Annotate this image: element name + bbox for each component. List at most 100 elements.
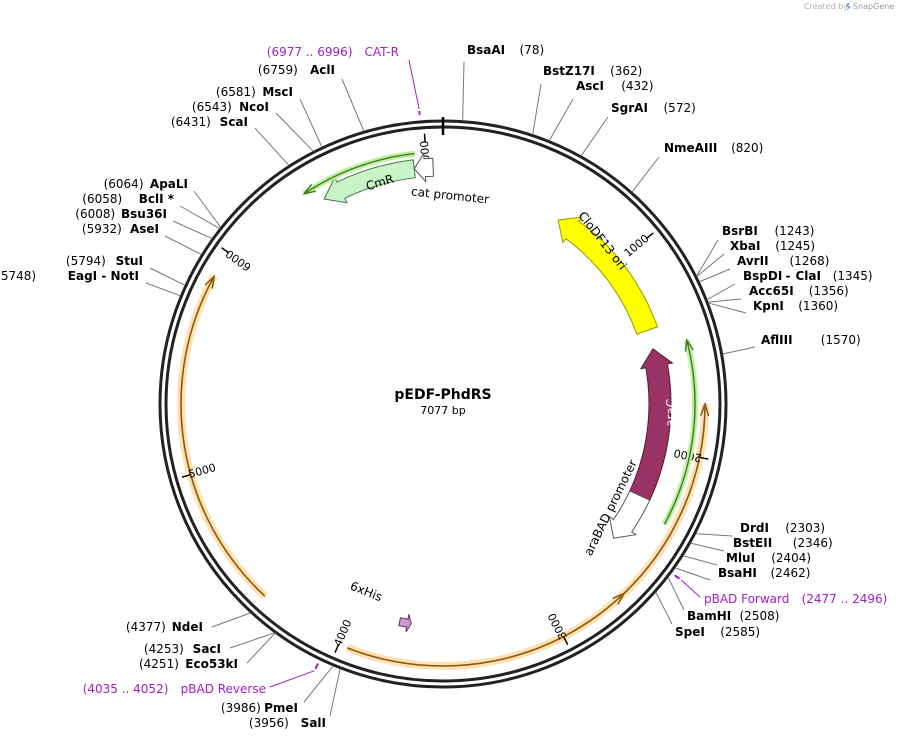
primer-leader — [408, 59, 420, 110]
primer-name: CAT-R — [364, 45, 399, 59]
enzyme-name: SgrAI — [611, 101, 648, 115]
leader-line — [696, 253, 725, 277]
enzyme-position: (362) — [610, 64, 642, 78]
orf-left-head — [204, 274, 216, 289]
enzyme-position: (4377) — [126, 620, 166, 634]
tick-mark — [181, 473, 191, 478]
enzyme-separator: - — [786, 269, 791, 283]
enzyme-name: ApaLI — [150, 177, 188, 191]
leader-line — [275, 112, 314, 152]
enzyme-name: AclI — [310, 63, 335, 77]
orf-arac-frame — [623, 404, 706, 595]
leader-line — [695, 533, 733, 537]
primer-site: pBAD Forward(2477 .. 2496) — [704, 592, 887, 606]
enzyme-name: ScaI — [220, 115, 248, 129]
enzyme-position: (3956) — [249, 716, 289, 730]
enzyme-position: (3986) — [221, 701, 261, 715]
tick-label: 3000 — [545, 611, 569, 642]
enzyme-name: AvrII — [737, 254, 769, 268]
enzyme-name: AseI — [130, 222, 159, 236]
primer-range: (2477 .. 2496) — [802, 592, 888, 606]
leader-line — [229, 632, 275, 649]
enzyme-name: BstZ17I — [543, 64, 595, 78]
enzyme-site: Eco53kI (4251) — [139, 657, 238, 671]
leader-line — [708, 302, 747, 314]
cmr-frame-head — [302, 183, 316, 195]
enzyme-site: AseI (5932) — [82, 222, 159, 236]
leader-line — [172, 220, 213, 240]
enzyme-site: BsaHI(2462) — [718, 566, 810, 580]
leader-line — [211, 612, 251, 628]
tick-mark — [334, 644, 340, 653]
credit-product: SnapGene — [853, 2, 894, 11]
enzyme-separator: - — [97, 269, 110, 283]
tick-mark — [562, 636, 569, 645]
enzyme-site: KpnI(1360) — [753, 299, 838, 313]
enzyme-name: XbaI — [730, 239, 760, 253]
orf-lower-head — [612, 591, 626, 605]
enzyme-site: AclI (6759) — [258, 63, 335, 77]
enzyme-position: (4251) — [139, 657, 179, 671]
enzyme-site: MscI (6581) — [216, 85, 293, 99]
enzyme-site: NcoI(6543) — [192, 100, 269, 114]
enzyme-name: SpeI — [675, 625, 705, 639]
enzyme-position: (820) — [731, 141, 763, 155]
enzyme-position: (5932) — [82, 222, 122, 236]
enzyme-name: MscI — [262, 85, 293, 99]
enzyme-site: ApaLI (6064) — [104, 177, 188, 191]
primer-site: pBAD Reverse (4035 .. 4052) — [83, 682, 266, 696]
cat-promoter-label: cat promoter — [410, 184, 489, 206]
enzyme-name: Eco53kI — [185, 657, 238, 671]
enzyme-name: BclI * — [139, 192, 175, 206]
orf-lower-glow — [345, 590, 627, 670]
primer-site: CAT-R(6977 .. 6996) — [267, 45, 399, 59]
enzyme-position: (1345) — [833, 269, 873, 283]
enzyme-site: AvrII(1268) — [737, 254, 829, 268]
enzyme-name: AflIII — [761, 333, 793, 347]
tick-label: 6000 — [223, 247, 253, 274]
enzyme-site: SacI(4253) — [144, 642, 221, 656]
enzyme-name: BsrBI — [722, 224, 758, 238]
enzyme-site: BclI * (6058) — [82, 192, 174, 206]
enzyme-name: NdeI — [172, 620, 203, 634]
enzyme-position: (2462) — [771, 566, 811, 580]
enzyme-position: (432) — [621, 79, 653, 93]
leader-line — [532, 83, 542, 135]
his-label: 6xHis — [348, 579, 384, 604]
enzyme-name: BamHI — [687, 609, 731, 623]
arac-frame — [663, 339, 696, 525]
enzyme-name: NmeAIII — [664, 141, 717, 155]
enzyme-position: (6543) — [192, 100, 232, 114]
enzyme-position: (6581) — [216, 85, 256, 99]
enzyme-position: (5794) — [66, 254, 106, 268]
leader-line — [548, 98, 574, 141]
leader-line — [145, 282, 181, 297]
leader-line — [699, 268, 731, 283]
leader-line — [329, 668, 341, 717]
enzyme-name: AscI — [576, 79, 604, 93]
enzyme-position: (6064) — [104, 177, 144, 191]
primer-range: (4035 .. 4052) — [83, 682, 169, 696]
enzyme-position: (5748) — [0, 269, 36, 283]
enzyme-name: Bsu36I — [121, 207, 167, 221]
enzyme-name: BstEII — [733, 536, 772, 550]
enzyme-site: SalI(3956) — [249, 716, 326, 730]
leader-line — [690, 542, 725, 552]
enzyme-site: XbaI(1245) — [730, 239, 815, 253]
enzyme-name: Acc65I — [749, 284, 794, 298]
enzyme-position: (6759) — [258, 63, 298, 77]
arac-frame-head — [684, 337, 694, 352]
tick-label: 4000 — [331, 618, 354, 649]
tick-mark — [699, 456, 709, 460]
enzyme-site: AscI (432) — [576, 79, 653, 93]
cat-promoter-feature — [413, 152, 435, 184]
leader-line — [696, 239, 719, 277]
leader-line — [580, 116, 609, 157]
leader-line — [246, 632, 276, 664]
enzyme-position: (1356) — [809, 284, 849, 298]
primer-name: pBAD Reverse — [181, 682, 266, 696]
enzyme-position: (6058) — [82, 192, 122, 206]
leader-lines — [145, 59, 756, 717]
